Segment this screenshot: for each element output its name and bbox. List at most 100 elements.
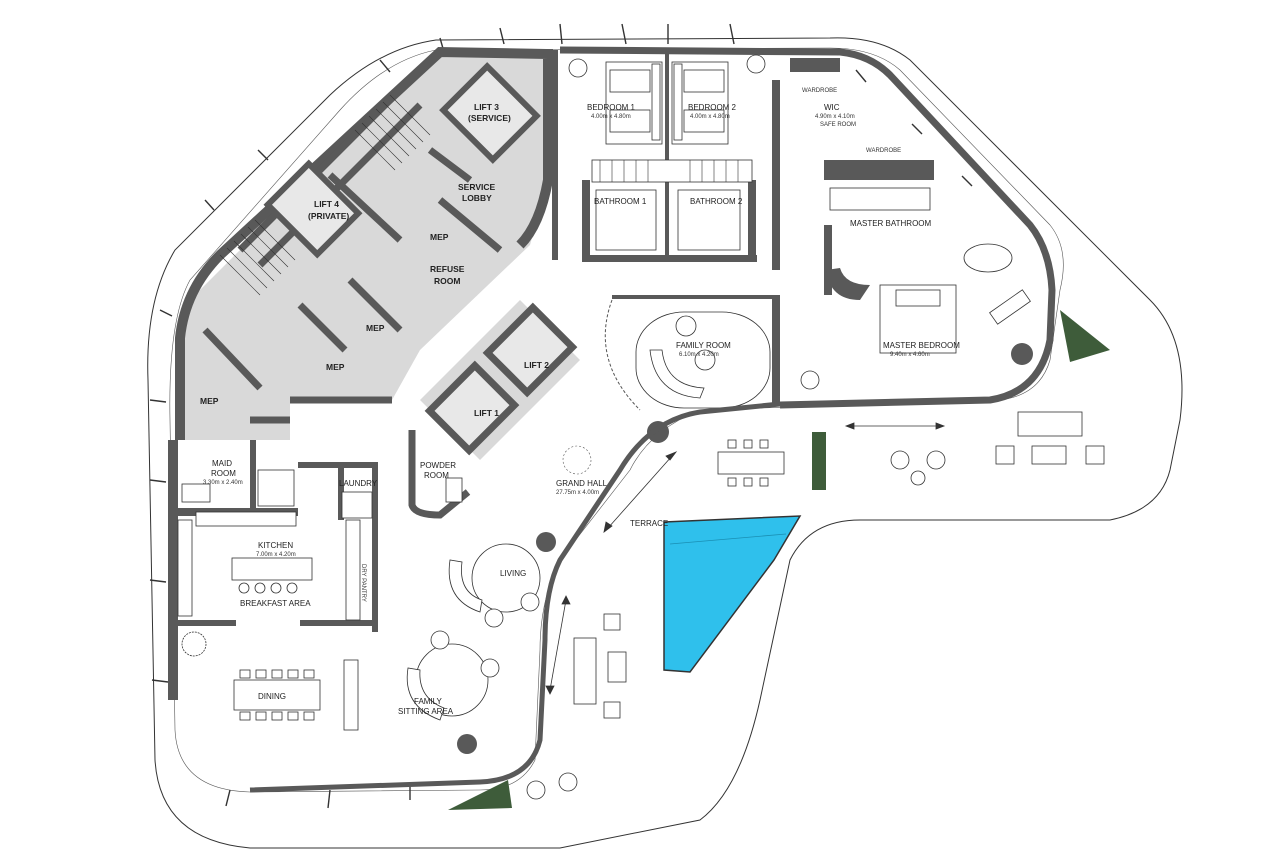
family-sitting-label-2: SITTING AREA [398, 707, 454, 716]
family-sitting-sofa [406, 667, 445, 721]
terrace-planter-1 [812, 432, 826, 490]
kitchen-label: KITCHEN [258, 541, 293, 550]
kitchen-island [231, 557, 313, 581]
bathroom2-label: BATHROOM 2 [690, 197, 743, 206]
maid-room-bed [181, 483, 211, 503]
master-bath-curve [826, 268, 870, 300]
master-bathtub [963, 243, 1013, 273]
family-sitting-column [457, 734, 477, 754]
terrace-sofa [1017, 411, 1083, 437]
dining-label: DINING [258, 692, 286, 701]
family-room-curve-wall [604, 299, 641, 411]
dining-sideboard [343, 659, 359, 731]
terrace-armchair-2 [1085, 445, 1105, 465]
dining-chairs [239, 669, 315, 721]
family-room-label: FAMILY ROOM [676, 341, 731, 350]
terrace-planter-2 [1060, 310, 1110, 362]
grand-hall-feature [562, 445, 592, 475]
outer-balcony-line [147, 37, 1183, 849]
mep-a-label: MEP [430, 232, 449, 242]
service-core [180, 50, 548, 440]
wardrobe-master-label: WARDROBE [866, 148, 901, 154]
bedroom1-beds [605, 61, 663, 145]
terrace-lounge-chairs [890, 450, 946, 486]
refuse-room-label-1: REFUSE [430, 264, 465, 274]
living-label: LIVING [500, 569, 526, 578]
living-rug [471, 543, 541, 613]
living-column [536, 532, 556, 552]
grand-hall-size: 27.75m x 4.00m [556, 490, 599, 496]
bathroom-fixtures-2 [677, 189, 741, 251]
powder-room-wall [408, 430, 471, 519]
family-sitting-chair-2 [480, 658, 500, 678]
service-lobby-label-1: SERVICE [458, 182, 495, 192]
refuse-room-label-2: ROOM [434, 276, 460, 286]
bedroom2-beds [671, 61, 729, 145]
family-room-size: 6.10m x 4.20m [679, 352, 719, 358]
lift1-label: LIFT 1 [474, 408, 499, 418]
breakfast-stools [238, 582, 298, 594]
living-chair-1 [484, 608, 504, 628]
powder-room-label-2: ROOM [424, 471, 449, 480]
terrace-label: TERRACE [630, 519, 668, 528]
upper-right-ext-wall [559, 46, 1056, 409]
inner-balcony-line [169, 47, 1064, 793]
service-core-walls [175, 46, 553, 440]
lift2-shaft [482, 302, 578, 398]
terrace-dining-chairs [727, 439, 769, 487]
laundry-label: LAUNDRY [339, 479, 378, 488]
maid-room-label-2: ROOM [211, 469, 236, 478]
master-armchair [800, 370, 820, 390]
mep-b-label: MEP [366, 323, 385, 333]
breakfast-area-label: BREAKFAST AREA [240, 599, 311, 608]
dining-table [233, 679, 321, 711]
service-lobby-label-2: LOBBY [462, 193, 492, 203]
lift3-shaft [439, 62, 541, 164]
living-chair-2 [520, 592, 540, 612]
maid-room-label-1: MAID [212, 459, 232, 468]
terrace-planter-3 [448, 780, 512, 810]
bedroom1-size: 4.00m x 4.80m [591, 114, 631, 120]
wardrobe-wic-label: WARDROBE [802, 88, 837, 94]
bedroom1-chair [568, 58, 588, 78]
bathroom-fixtures-1 [595, 189, 657, 251]
pool-inner-line [669, 533, 787, 545]
master-bathroom-label: MASTER BATHROOM [850, 219, 932, 228]
terrace-dining-table [717, 451, 785, 475]
lift3-label-2: (SERVICE) [468, 113, 511, 123]
bedroom2-size: 4.00m x 4.80m [690, 114, 730, 120]
terrace-lounge-sofa [573, 637, 597, 705]
terrace-lounge-chair-1 [603, 613, 621, 631]
bedroom-wardrobes [591, 159, 753, 183]
bedroom1-label: BEDROOM 1 [587, 103, 636, 112]
family-sitting-label-1: FAMILY [414, 697, 443, 706]
stairs-lower [219, 219, 296, 296]
dry-pantry-shelf [345, 519, 361, 621]
wic-label: WIC [824, 103, 840, 112]
bedroom2-label: BEDROOM 2 [688, 103, 737, 112]
stairs-upper [354, 94, 431, 171]
maid-room-size: 3.30m x 2.40m [203, 480, 243, 486]
kitchen-size: 7.00m x 4.20m [256, 552, 296, 558]
master-bedroom-size: 9.40m x 4.60m [890, 352, 930, 358]
grand-hall-label: GRAND HALL [556, 479, 608, 488]
bedroom-wing-walls [552, 50, 934, 406]
kitchen-upper-cabinets [195, 511, 297, 527]
terrace-bottom-chairs [526, 772, 578, 800]
lift3-label-1: LIFT 3 [474, 102, 499, 112]
powder-room-vanity [445, 477, 463, 503]
family-room-table [694, 349, 716, 371]
terrace-lounge-table [607, 651, 627, 683]
terrace-lounge-chair-2 [603, 701, 621, 719]
mep-d-label: MEP [200, 396, 219, 406]
mep-c-label: MEP [326, 362, 345, 372]
dry-pantry-label: DRY PANTRY [360, 564, 366, 602]
master-bedroom-label: MASTER BEDROOM [883, 341, 960, 350]
lift4-shaft [263, 159, 363, 259]
circulation-arrows [545, 422, 946, 695]
family-room-chair [675, 315, 697, 337]
bedroom2-chair [746, 54, 766, 74]
family-sitting-chair-1 [430, 630, 450, 650]
powder-room-label-1: POWDER [420, 461, 456, 470]
master-side-table [1011, 343, 1033, 365]
